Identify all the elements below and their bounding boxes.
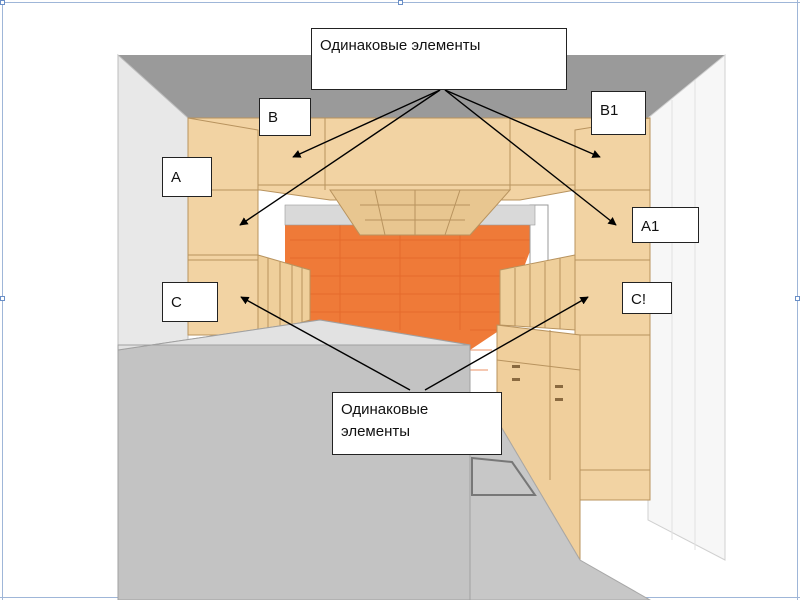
front-block [117, 319, 471, 600]
label-c: C [162, 282, 218, 322]
bottom-callout: Одинаковые элементы [332, 392, 502, 455]
label-a: A [162, 157, 212, 197]
top-callout: Одинаковые элементы [311, 28, 567, 90]
label-c1: C! [622, 282, 672, 314]
resize-handle-top-center[interactable] [398, 0, 403, 5]
resize-handle-top-left[interactable] [0, 0, 5, 5]
resize-handle-left-middle[interactable] [0, 296, 5, 301]
bottom-callout-arrows [240, 296, 589, 391]
label-b1: B1 [591, 91, 646, 135]
right-wall [647, 53, 726, 561]
top-callout-arrows [239, 89, 617, 226]
parquet-floor [285, 225, 540, 395]
label-a1: A1 [632, 207, 699, 243]
door-threshold [471, 456, 537, 496]
label-b: B [259, 98, 311, 136]
